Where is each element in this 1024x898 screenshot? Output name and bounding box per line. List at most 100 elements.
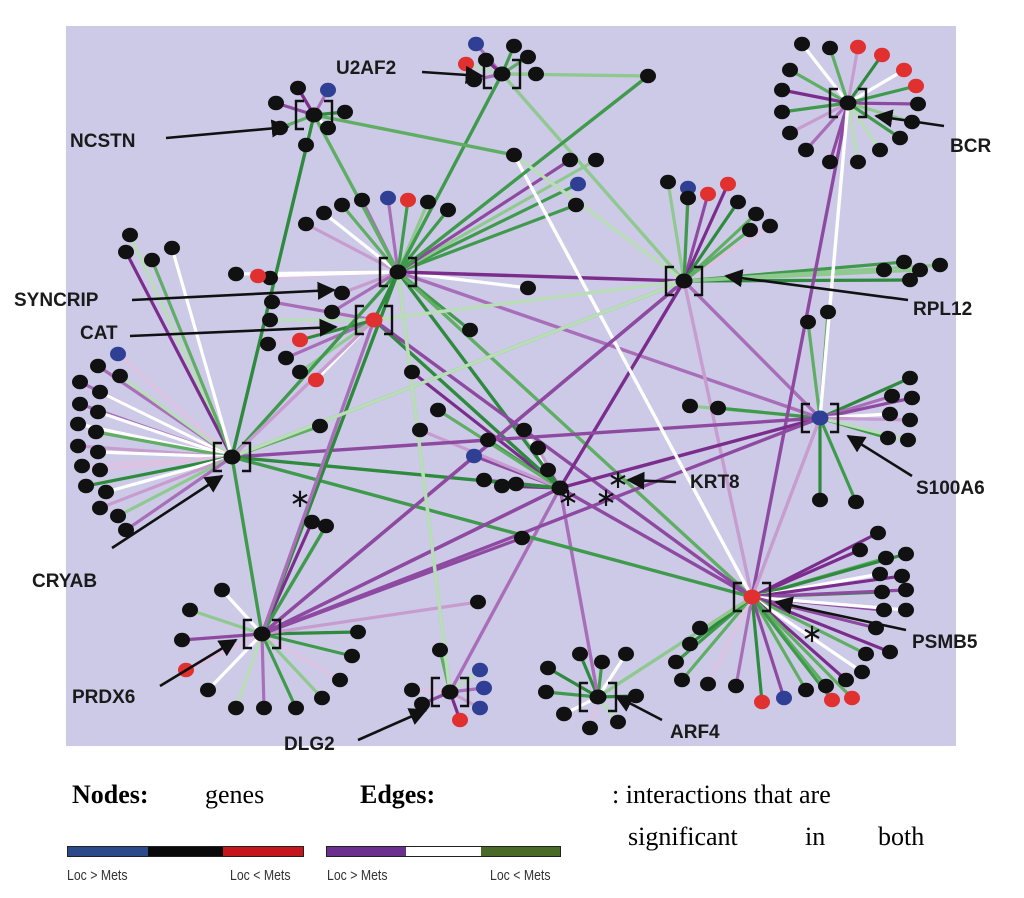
gene-node <box>144 252 160 268</box>
gene-node <box>640 68 656 84</box>
edge-prdx6-10 <box>260 630 360 636</box>
edge-prdx6-3 <box>206 632 264 692</box>
edge-syncrip-15 <box>396 158 598 274</box>
edge-bcr-1 <box>828 46 850 105</box>
label-arrow <box>626 471 677 490</box>
label-rpl12: RPL12 <box>913 299 972 320</box>
bracket-s100a6 <box>800 402 840 434</box>
gene-node <box>618 646 634 662</box>
gene-node <box>568 197 584 213</box>
gene-node <box>680 180 696 196</box>
gene-node <box>680 190 696 206</box>
edge-cross-44 <box>396 270 452 694</box>
gene-node <box>468 36 484 52</box>
gene-node <box>774 104 790 120</box>
gene-node <box>910 96 926 112</box>
gene-node <box>728 678 744 694</box>
gene-node <box>92 500 108 516</box>
gene-node <box>774 82 790 98</box>
edge-psmb5-17 <box>750 595 786 700</box>
edge-cat-3 <box>284 318 376 360</box>
label-arrow <box>165 119 290 140</box>
gene-node <box>610 714 626 730</box>
edge-syncrip-7 <box>396 208 450 274</box>
edge-krt8-8 <box>418 428 562 490</box>
edge-cross-8 <box>230 270 400 459</box>
gene-labels: U2AF2 NCSTN BCR SYNCRIP CAT RPL12 S100A6… <box>14 58 991 755</box>
gene-node <box>902 412 918 428</box>
label-arrow <box>614 694 663 722</box>
gene-node <box>880 430 896 446</box>
gene-node <box>838 672 854 688</box>
gene-node <box>854 664 870 680</box>
gene-node <box>268 95 284 111</box>
gene-node <box>892 130 908 146</box>
gene-node <box>112 368 128 384</box>
bracket-bcr <box>828 87 868 119</box>
gene-node <box>476 680 492 696</box>
legend-interactions-word3: both <box>878 822 925 851</box>
gene-node <box>932 257 948 273</box>
gene-node <box>896 62 912 78</box>
hub-node-prdx6 <box>253 626 271 642</box>
legend-edges-label: Edges: <box>360 780 436 809</box>
edge-cross-19 <box>558 416 822 490</box>
edge-cross-26 <box>448 486 562 694</box>
edge-cross-37 <box>372 270 400 322</box>
edge-scale-left: Loc > Mets <box>327 867 388 884</box>
gene-node <box>540 660 556 676</box>
edge-cryab-0 <box>116 352 234 459</box>
gene-node <box>304 514 320 530</box>
edge-krt8-9 <box>410 370 562 490</box>
edge-cross-25 <box>558 486 600 699</box>
gene-node <box>776 690 792 706</box>
gene-node <box>92 462 108 478</box>
gene-node <box>754 694 770 710</box>
gene-node <box>334 285 350 301</box>
legend-interactions-word1: significant <box>628 822 738 851</box>
gene-node <box>848 494 864 510</box>
gene-node <box>822 40 838 56</box>
edge-cross-17 <box>750 101 850 599</box>
edge-color-scale <box>326 846 561 857</box>
gene-node <box>164 240 180 256</box>
gene-node <box>458 56 474 72</box>
label-dlg2: DLG2 <box>284 734 335 755</box>
gene-node <box>506 147 522 163</box>
gene-node <box>520 280 536 296</box>
gene-node <box>782 62 798 78</box>
gene-node <box>118 244 134 260</box>
edge-s100a6-6 <box>818 416 912 422</box>
edge-prdx6-4 <box>234 632 264 710</box>
edge-arf4-1 <box>544 690 600 699</box>
edge-syncrip-11 <box>340 270 400 295</box>
gene-node <box>262 270 278 286</box>
edge-syncrip-0 <box>304 222 400 274</box>
label-cryab: CRYAB <box>32 571 97 592</box>
edge-prdx6-8 <box>260 632 342 682</box>
edge-cross-33 <box>512 153 754 599</box>
edge-cross-35 <box>396 74 650 274</box>
edge-cross-10 <box>372 318 754 599</box>
gene-node <box>692 620 708 636</box>
edge-prdx6-9 <box>260 632 354 658</box>
hub-node-bcr <box>839 95 857 111</box>
gene-node <box>344 648 360 664</box>
gene-node <box>794 36 810 52</box>
edge-rpl12-8 <box>682 196 690 283</box>
significance-stars: ∗∗∗∗∗ <box>289 465 823 649</box>
label-arrow <box>874 109 945 128</box>
edge-s100a6-10 <box>818 416 858 504</box>
label-bcr: BCR <box>950 136 991 157</box>
gene-node <box>844 690 860 706</box>
gene-node <box>748 206 764 222</box>
gene-node <box>472 700 488 716</box>
label-arrow <box>159 638 238 688</box>
label-s100a6: S100A6 <box>916 478 985 499</box>
edge-syncrip-5 <box>396 198 410 274</box>
gene-node <box>122 227 138 243</box>
edge-cross-4 <box>396 270 686 283</box>
label-prdx6: PRDX6 <box>72 687 135 708</box>
gene-node <box>820 304 836 320</box>
gene-node <box>332 672 348 688</box>
